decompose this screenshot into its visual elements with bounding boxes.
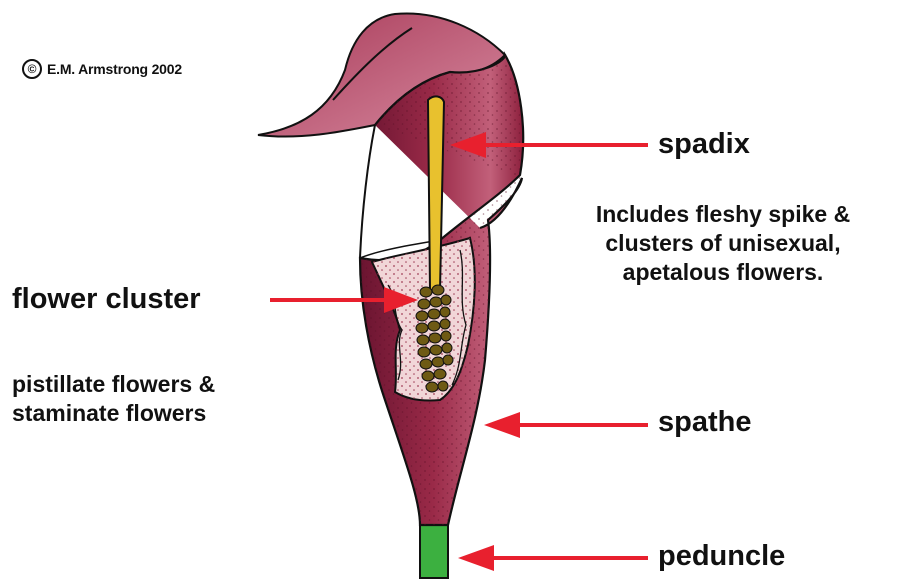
spadix-desc-line-2: clusters of unisexual, — [543, 229, 903, 258]
label-spathe: spathe — [658, 406, 751, 439]
flower-cluster-description: pistillate flowers & staminate flowers — [12, 370, 215, 428]
arrow-peduncle — [458, 545, 648, 571]
spadix-desc-line-1: Includes fleshy spike & — [543, 200, 903, 229]
credit-text: E.M. Armstrong 2002 — [47, 61, 182, 77]
spadix-description: Includes fleshy spike & clusters of unis… — [543, 200, 903, 287]
label-spadix: spadix — [658, 128, 750, 161]
arrow-spathe — [484, 412, 648, 438]
copyright-credit: © E.M. Armstrong 2002 — [22, 59, 182, 79]
arrow-spadix — [450, 132, 648, 158]
spadix-desc-line-3: apetalous flowers. — [543, 258, 903, 287]
flower-desc-line-2: staminate flowers — [12, 399, 215, 428]
flower-desc-line-1: pistillate flowers & — [12, 370, 215, 399]
label-peduncle: peduncle — [658, 540, 785, 573]
copyright-icon: © — [22, 59, 42, 79]
peduncle-stem — [420, 520, 448, 578]
spadix-spike — [428, 96, 444, 290]
label-flower-cluster: flower cluster — [12, 283, 201, 316]
